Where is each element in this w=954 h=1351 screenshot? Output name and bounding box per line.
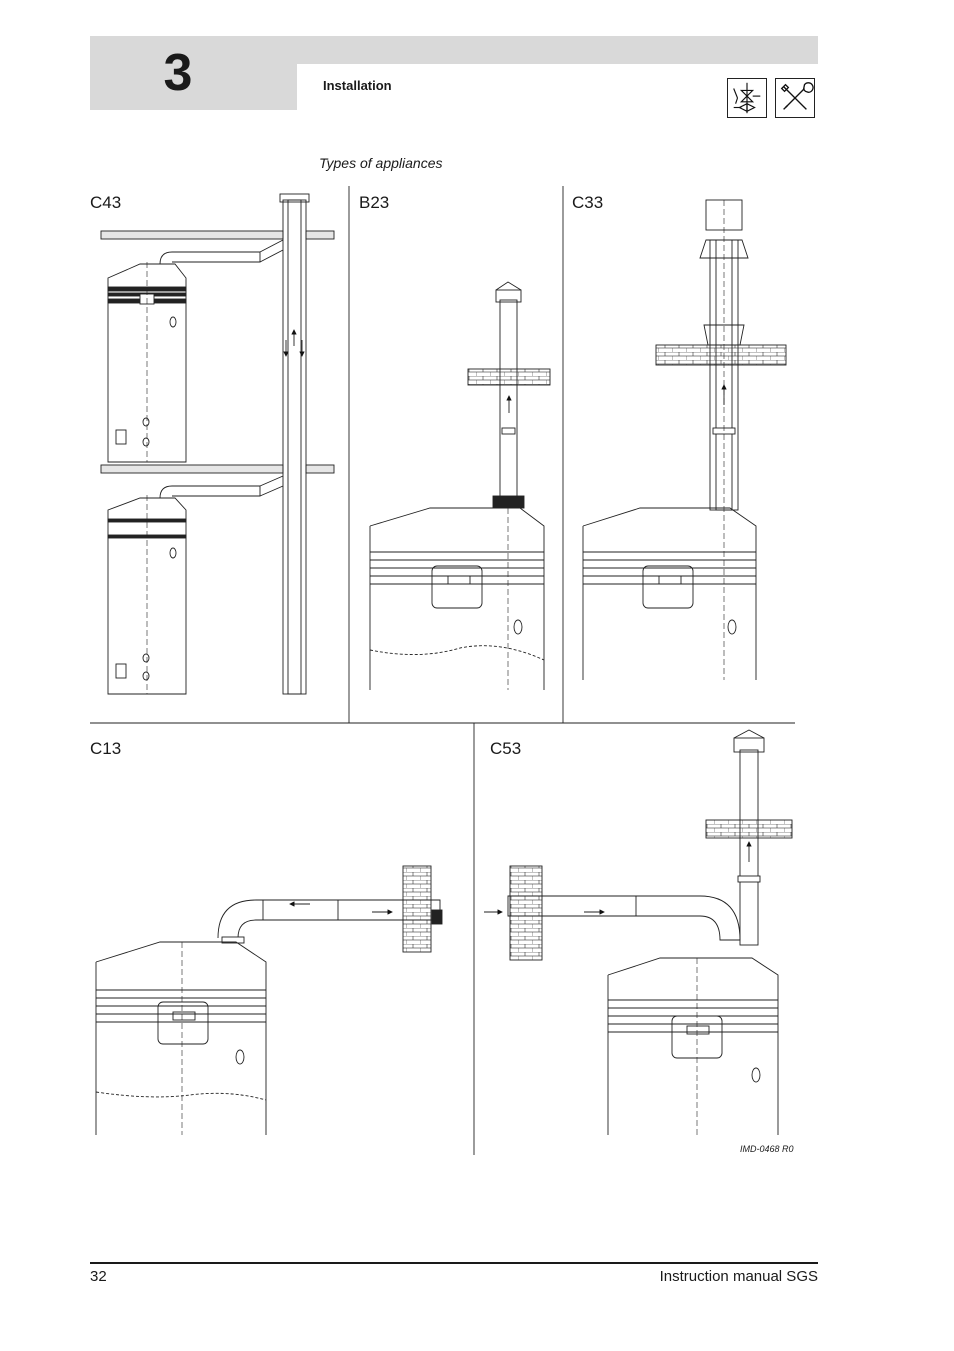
- panel-label-b23: B23: [359, 193, 390, 212]
- panel-label-c43: C43: [90, 193, 122, 212]
- section-title: Installation: [323, 78, 392, 93]
- panel-label-c13: C13: [90, 739, 122, 758]
- c53-drawing: [484, 729, 793, 1135]
- diagram-caption: Types of appliances: [319, 155, 443, 171]
- c43-drawing: [100, 193, 335, 695]
- panel-label-c33: C33: [572, 193, 604, 212]
- page-number: 32: [90, 1268, 107, 1285]
- chapter-number: 3: [163, 44, 193, 102]
- tools-wrench-screwdriver-icon: [775, 78, 815, 118]
- c33-drawing: [582, 199, 787, 680]
- drawing-reference: IMD-0468 R0: [740, 1144, 794, 1154]
- chapter-box: [90, 36, 297, 110]
- manual-title: Instruction manual SGS: [659, 1268, 818, 1285]
- c13-drawing: [95, 865, 443, 1135]
- safety-valve-diagram-icon: [727, 78, 767, 118]
- panel-label-c53: C53: [490, 739, 522, 758]
- b23-drawing: [369, 281, 551, 690]
- footer-rule: [90, 1262, 818, 1264]
